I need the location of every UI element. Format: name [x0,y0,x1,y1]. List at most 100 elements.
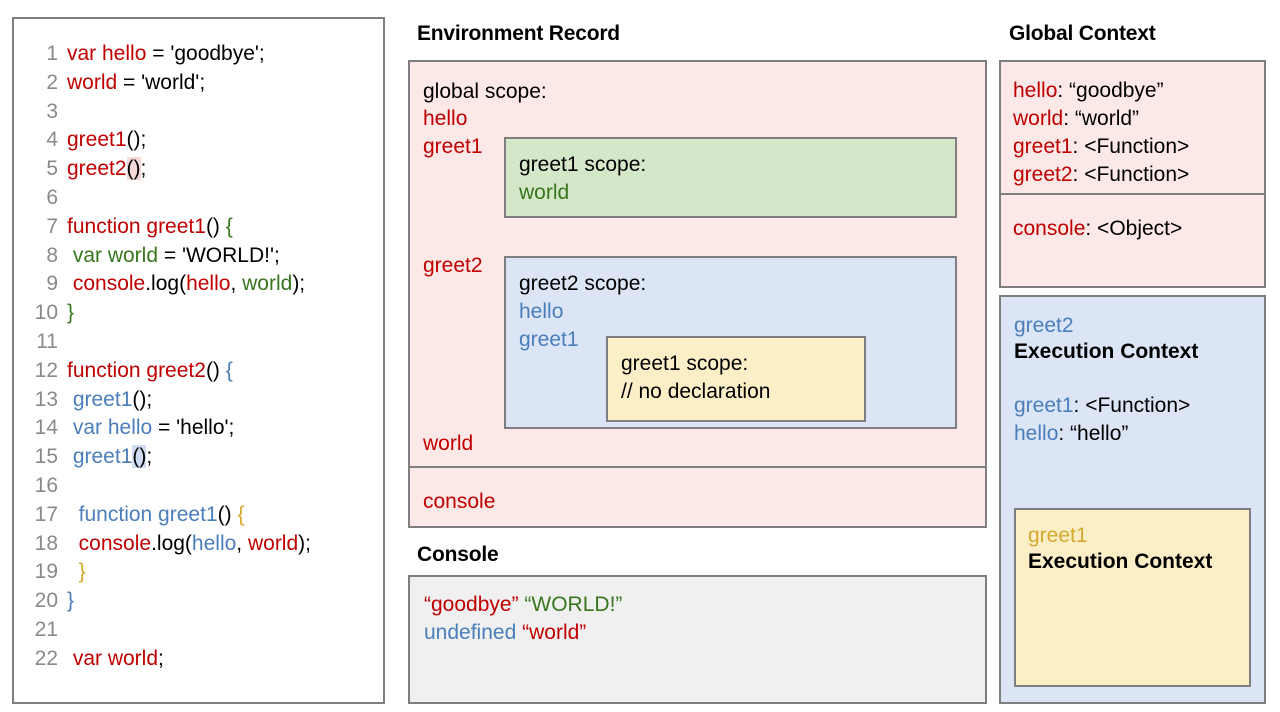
code-token: world [1013,107,1064,130]
code-token: .log( [151,531,192,555]
code-line-text: greet2(); [58,155,146,184]
code-line: 13 greet1(); [14,386,383,415]
global-context-panel: hello: “goodbye” world: “world” greet1: … [999,60,1266,288]
code-line-text: var hello = 'hello'; [58,414,235,443]
code-token: = 'hello'; [152,416,235,440]
greet1-execution-context-name: greet1 [1028,524,1088,547]
code-token: “world” [522,621,587,644]
code-token: undefined [424,621,517,644]
code-token: ; [146,445,153,469]
code-token: { [225,214,233,238]
code-token: console [1013,217,1086,240]
code-token: : <Function> [1072,135,1190,158]
code-token: var hello [67,42,147,65]
greet2-scope-heading: greet2 scope: [519,272,647,295]
code-token: } [67,589,75,613]
code-line-text: world = 'world'; [58,69,205,98]
code-line: 3 [14,98,383,127]
line-number: 4 [46,128,58,152]
er-binding-greet1: greet1 [423,135,483,158]
code-line-text: function greet1() { [58,501,245,530]
code-token: = 'world'; [117,70,206,94]
code-token: () [126,157,141,181]
er-binding-console: console [423,490,496,513]
global-scope-label: global scope: [423,80,547,103]
code-line: 18 console.log(hello, world); [14,530,383,559]
greet2-execution-context-panel: greet2 Execution Context greet1: <Functi… [999,295,1266,704]
code-line: 15 greet1(); [14,443,383,472]
greet2-scope-box: greet2 scope: hello greet1 greet1 scope:… [504,256,957,429]
code-line: 14 var hello = 'hello'; [14,414,383,443]
code-token: () [217,502,238,526]
code-token: world [67,70,118,94]
code-token: , [236,531,248,555]
er-binding-world: world [423,432,474,455]
line-number: 15 [34,445,58,469]
code-token: } [67,301,75,325]
code-token: greet1 [67,387,133,411]
global-context-console-entry: console: <Object> [1013,217,1182,241]
code-token: greet1 [67,128,127,152]
code-token: var world [67,646,159,670]
code-token: () [132,445,147,469]
code-token: : “goodbye” [1057,79,1164,102]
code-token: ; [158,646,164,670]
code-token: hello [191,531,237,555]
code-token: console [67,272,146,296]
code-token: : “hello” [1058,422,1129,445]
global-context-entry: hello: “goodbye” [1013,79,1164,103]
code-line: 11 [14,328,383,357]
code-token: world [242,272,293,296]
code-line: 9 console.log(hello, world); [14,270,383,299]
code-token: () [205,214,226,238]
code-token: function greet1 [67,214,206,238]
line-number: 19 [34,560,58,584]
code-line-text: greet1(); [58,386,152,415]
code-line-text: console.log(hello, world); [58,270,305,299]
code-line-text: var world; [58,645,164,674]
line-number: 9 [46,272,58,296]
code-line-text: function greet2() { [58,357,233,386]
code-token: function greet1 [67,502,218,526]
line-number: 21 [34,617,58,641]
global-context-entry: greet1: <Function> [1013,135,1189,159]
code-token: , [230,272,243,296]
code-line-text: var hello = 'goodbye'; [58,40,265,69]
global-context-divider [1001,193,1264,195]
environment-record-title: Environment Record [417,22,620,45]
code-token: = 'WORLD!'; [158,243,280,267]
code-token: { [225,358,233,382]
code-line-text: } [58,299,74,328]
code-token: : <Function> [1073,394,1191,417]
line-number: 17 [34,502,58,526]
code-line-text: } [58,558,86,587]
code-token: ); [298,531,311,555]
code-token: hello [1014,422,1059,445]
environment-record-panel: global scope: hello greet1 greet2 world … [408,60,987,528]
greet2-execution-context-name: greet2 [1014,314,1074,337]
greet1-scope-item-world: world [519,181,570,204]
line-number: 10 [34,301,58,325]
code-token: “WORLD!” [524,593,623,616]
greet2-execution-context-variable: hello: “hello” [1014,422,1128,446]
line-number: 20 [34,589,58,613]
greet2-execution-context-variable: greet1: <Function> [1014,394,1190,418]
code-token: () [205,358,226,382]
code-token: ; [140,128,147,152]
line-number: 2 [46,70,58,94]
greet2-execution-context-subtitle: Execution Context [1014,340,1199,363]
code-line: 21 [14,616,383,645]
global-context-entry: world: “world” [1013,107,1139,131]
code-token: greet2 [67,157,127,181]
line-number: 5 [46,157,58,181]
line-number: 1 [46,42,58,65]
code-token: console [67,531,152,555]
code-token: greet1 [1013,135,1073,158]
code-token: hello [186,272,231,296]
code-line: 20} [14,587,383,616]
code-token: () [126,128,141,152]
code-line: 17 function greet1() { [14,501,383,530]
